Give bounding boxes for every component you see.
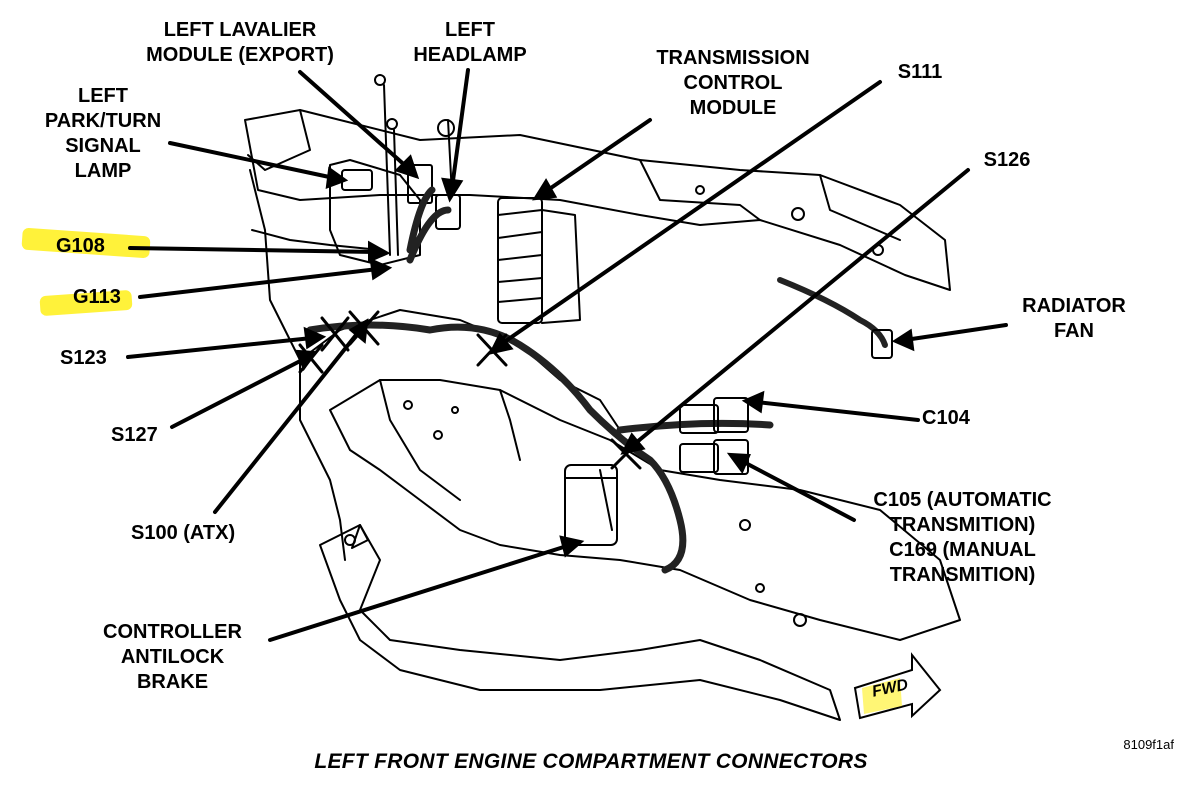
- leader-left-lavalier: [298, 70, 410, 170]
- leader-controller-antilock: [268, 543, 572, 642]
- leader-c105: [738, 458, 856, 522]
- label-s126: S126: [983, 149, 1031, 171]
- label-radiator-fan: RADIATOR FAN: [1022, 295, 1126, 342]
- leader-left-headlamp: [450, 68, 470, 190]
- fwd-arrow-icon: [853, 652, 942, 720]
- transmission-control-module-shape: [497, 197, 543, 324]
- leader-g113: [138, 267, 380, 299]
- leader-left-park: [168, 141, 336, 180]
- label-s111: S111: [897, 61, 943, 83]
- label-left-lavalier: LEFT LAVALIER MODULE (EXPORT): [146, 19, 334, 66]
- radiator-support: [244, 109, 951, 291]
- abs-controller-shape: [564, 464, 618, 546]
- label-s100: S100 (ATX): [131, 522, 236, 544]
- label-left-headlamp: LEFT HEADLAMP: [413, 19, 527, 66]
- leader-s123: [126, 336, 314, 359]
- leader-s126: [630, 168, 970, 448]
- wiring-harness: [306, 321, 687, 574]
- label-c104: C104: [922, 407, 970, 429]
- label-g113: G113: [73, 286, 121, 308]
- leader-s100: [213, 328, 362, 514]
- diagram-caption: LEFT FRONT ENGINE COMPARTMENT CONNECTORS: [314, 750, 868, 773]
- label-g108: G108: [56, 235, 105, 257]
- leader-c104: [754, 400, 920, 422]
- leader-radiator-fan: [903, 323, 1008, 342]
- label-s123: S123: [60, 347, 107, 369]
- leader-tcm: [543, 118, 652, 194]
- leader-s111: [498, 80, 882, 347]
- label-s127: S127: [111, 424, 158, 446]
- leader-g108: [128, 246, 378, 254]
- label-c105: C105 (AUTOMATIC TRANSMITION) C169 (MANUA…: [873, 489, 1052, 586]
- leader-s127: [170, 356, 308, 429]
- inner-fender: [249, 169, 346, 561]
- frame-rail: [329, 379, 961, 641]
- figure-id: 8109f1af: [1123, 737, 1174, 752]
- label-left-park: LEFT PARK/TURN SIGNAL LAMP: [44, 85, 162, 182]
- lower-bracket: [319, 524, 841, 721]
- label-controller-antilock: CONTROLLER ANTILOCK BRAKE: [103, 621, 242, 693]
- label-tcm: TRANSMISSION CONTROL MODULE: [656, 47, 810, 119]
